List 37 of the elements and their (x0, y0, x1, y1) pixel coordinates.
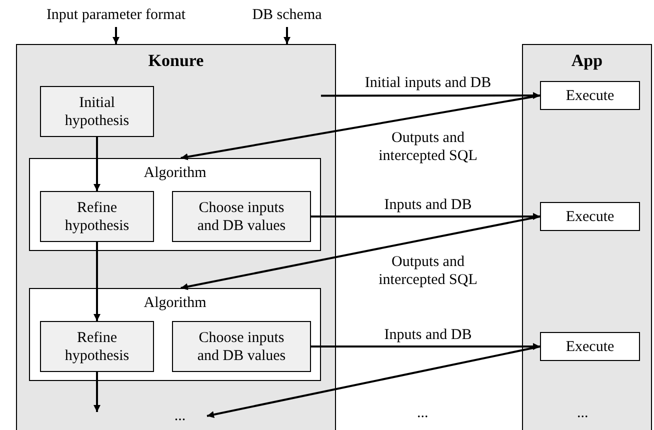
arrow (311, 343, 540, 350)
process-box: Initial hypothesis (40, 86, 154, 137)
process-box: Refine hypothesis (40, 191, 154, 242)
arrow (206, 346, 540, 418)
execute-box: Execute (540, 332, 640, 361)
process-box: Refine hypothesis (40, 321, 154, 372)
group-heading: Algorithm (144, 294, 206, 312)
arrow (94, 372, 100, 412)
arrow (284, 27, 290, 44)
arrow (180, 216, 540, 290)
arrow (320, 92, 540, 99)
system-panel (16, 44, 336, 430)
edge-label: Initial inputs and DB (364, 74, 492, 92)
ellipsis-text: ... (165, 404, 195, 428)
input-label: DB schema (240, 3, 334, 27)
algorithm-group (29, 158, 321, 251)
arrow (94, 137, 100, 191)
arrow (311, 213, 540, 220)
edge-label: Inputs and DB (383, 326, 473, 344)
execute-box: Execute (540, 81, 640, 110)
edge-label: Outputs and intercepted SQL (378, 253, 478, 289)
process-box: Choose inputs and DB values (172, 191, 311, 242)
panel-title: Konure (148, 51, 204, 72)
algorithm-group (29, 288, 321, 381)
process-box: Choose inputs and DB values (172, 321, 311, 372)
input-label: Input parameter format (10, 3, 222, 27)
edge-label: Outputs and intercepted SQL (378, 129, 478, 165)
panel-title: App (571, 51, 603, 72)
system-panel (522, 44, 652, 430)
arrow (180, 94, 540, 160)
edge-label: Inputs and DB (383, 196, 473, 214)
group-heading: Algorithm (144, 164, 206, 182)
ellipsis-text: ... (417, 404, 428, 422)
arrow (94, 242, 100, 321)
arrow (112, 27, 120, 44)
execute-box: Execute (540, 202, 640, 231)
ellipsis-text: ... (577, 404, 588, 422)
